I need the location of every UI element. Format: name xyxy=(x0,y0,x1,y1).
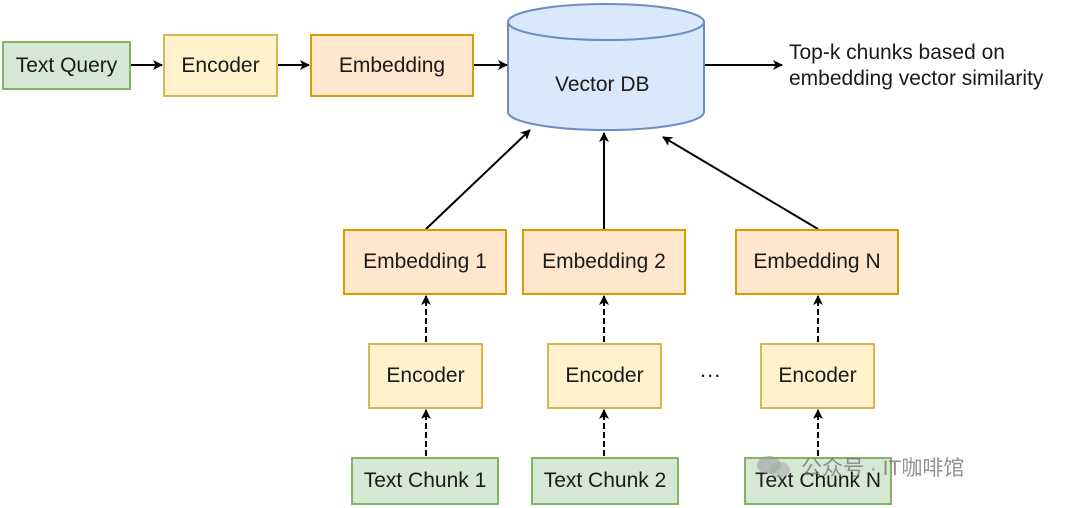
arrow-embeddingN-to-db xyxy=(662,136,819,230)
text-query-node: Text Query xyxy=(2,41,131,90)
watermark: 公众号 · IT咖啡馆 xyxy=(755,452,964,482)
text-query-label: Text Query xyxy=(15,53,118,77)
text-chunk-2-node: Text Chunk 2 xyxy=(531,457,679,505)
query-encoder-node: Encoder xyxy=(163,34,278,97)
embedding-2-node: Embedding 2 xyxy=(522,229,686,295)
text-chunk-2-label: Text Chunk 2 xyxy=(543,469,667,492)
result-note: Top-k chunks based on embedding vector s… xyxy=(789,40,1043,92)
encoder-1-node: Encoder xyxy=(368,343,483,409)
embedding-1-node: Embedding 1 xyxy=(343,229,507,295)
wechat-icon xyxy=(755,454,793,480)
text-chunk-1-node: Text Chunk 1 xyxy=(351,457,499,505)
ellipsis: ... xyxy=(700,357,722,382)
encoder-n-node: Encoder xyxy=(760,343,875,409)
embedding-n-label: Embedding N xyxy=(753,250,881,273)
result-note-line2: embedding vector similarity xyxy=(789,67,1044,90)
encoder-n-label: Encoder xyxy=(778,364,857,387)
vector-db-cylinder xyxy=(507,3,705,131)
embedding-n-node: Embedding N xyxy=(735,229,899,295)
result-note-line1: Top-k chunks based on xyxy=(789,41,1005,64)
embedding-2-label: Embedding 2 xyxy=(542,250,666,273)
encoder-2-node: Encoder xyxy=(547,343,662,409)
watermark-text: 公众号 · IT咖啡馆 xyxy=(801,457,965,480)
encoder-1-label: Encoder xyxy=(386,364,465,387)
query-embedding-label: Embedding xyxy=(338,53,446,77)
text-chunk-1-label: Text Chunk 1 xyxy=(363,469,487,492)
query-embedding-node: Embedding xyxy=(310,34,474,97)
embedding-1-label: Embedding 1 xyxy=(363,250,487,273)
vector-db-label: Vector DB xyxy=(555,73,650,96)
encoder-2-label: Encoder xyxy=(565,364,644,387)
query-encoder-label: Encoder xyxy=(181,53,260,77)
arrow-embedding1-to-db xyxy=(425,129,531,230)
